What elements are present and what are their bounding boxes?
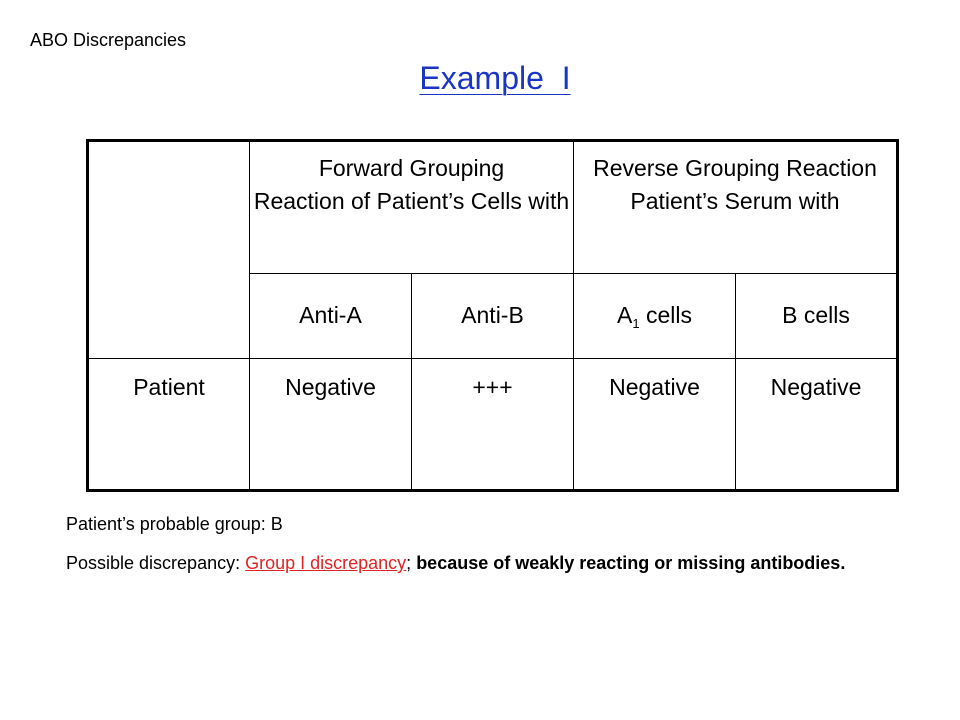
corner-cell [86,139,250,359]
forward-grouping-title: Forward Grouping [318,155,505,181]
col-a1-cells: A1 cells [573,273,736,359]
discrepancy-prefix: Possible discrepancy: [66,553,246,573]
slide-header: ABO Discrepancies [30,30,187,50]
discrepancy-note: Possible discrepancy: Group I discrepanc… [66,550,926,577]
reverse-grouping-title: Reverse Grouping Reaction Patient’s Seru… [593,155,877,215]
probable-group-note: Patient’s probable group: B [66,514,283,534]
cell-anti-b: +++ [411,358,574,492]
reverse-grouping-header: Reverse Grouping Reaction Patient’s Seru… [573,139,899,274]
a1-rest: cells [639,301,692,328]
cell-b-cells: Negative [735,358,899,492]
discrepancy-separator: ; [406,553,417,573]
row-label-patient: Patient [86,358,250,492]
grouping-table: Forward Grouping Reaction of Patient’s C… [86,139,899,492]
forward-grouping-subtitle: Reaction of Patient’s Cells with [253,188,570,215]
col-anti-b: Anti-B [411,273,574,359]
col-anti-a: Anti-A [249,273,412,359]
col-b-cells: B cells [735,273,899,359]
a1-letter: A [617,301,633,328]
discrepancy-type-link[interactable]: Group I discrepancy [245,553,407,573]
cell-anti-a: Negative [249,358,412,492]
discrepancy-reason: because of weakly reacting or missing an… [416,553,846,573]
forward-grouping-header: Forward Grouping Reaction of Patient’s C… [249,139,574,274]
notes: Patient’s probable group: B Possible dis… [66,511,926,589]
a1-subscript: 1 [632,315,640,331]
slide-title: Example I [419,60,571,96]
cell-a1-cells: Negative [573,358,736,492]
